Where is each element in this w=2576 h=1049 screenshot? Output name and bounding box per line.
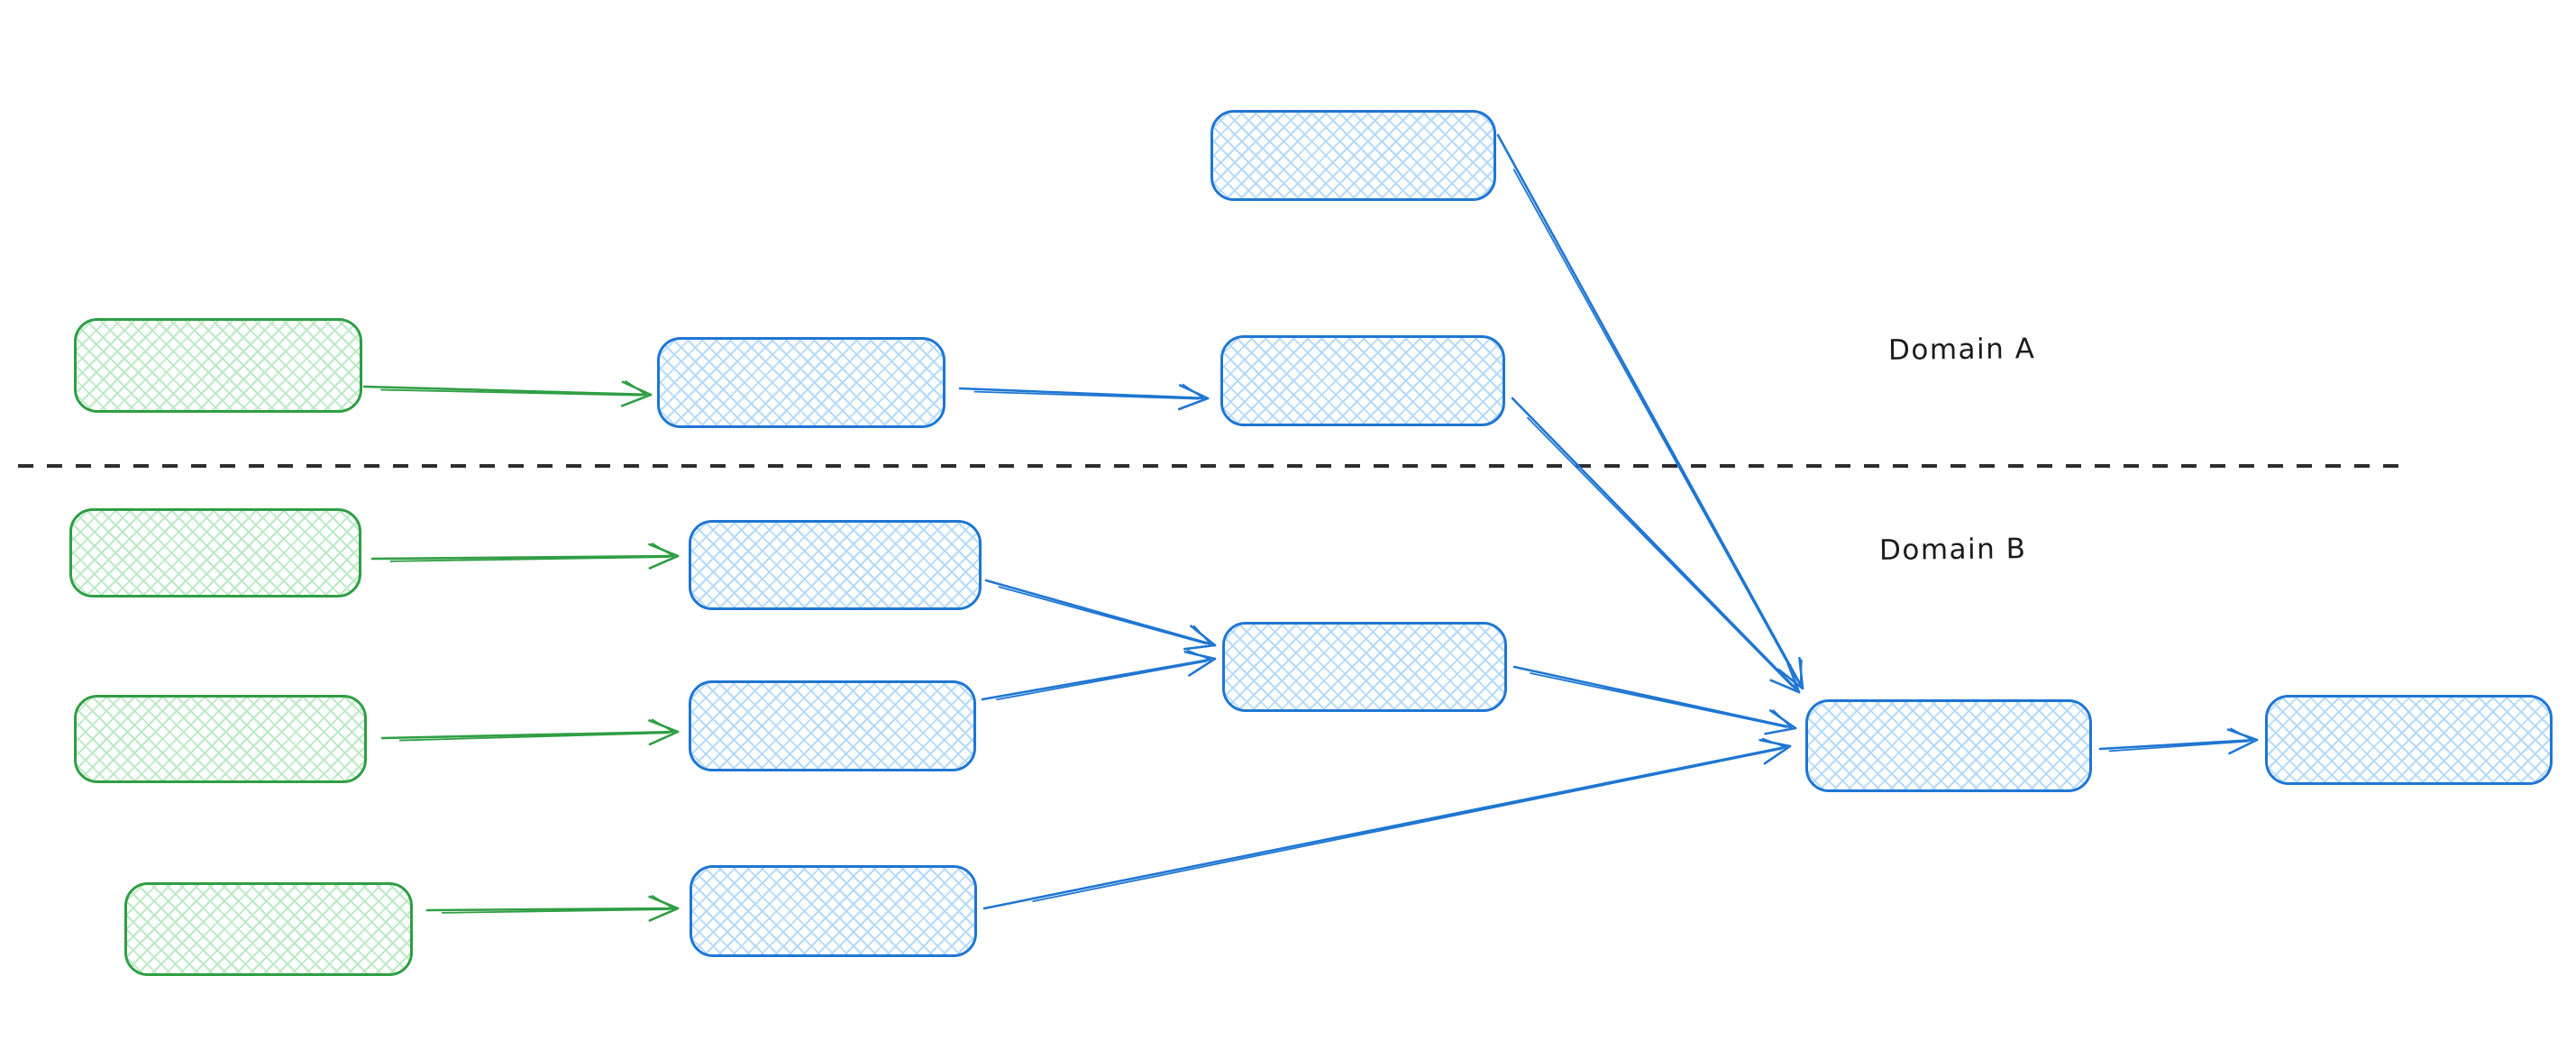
domain-a-label[interactable]: Domain A <box>1887 333 2036 367</box>
edge-b-source2-to-step2[interactable] <box>380 718 680 746</box>
domain-a-source-node[interactable] <box>74 318 362 413</box>
domain-b-source1-node[interactable] <box>69 508 361 597</box>
edge-merge-to-confluence[interactable] <box>1512 665 1797 735</box>
edge-b-step3-to-confluence[interactable] <box>982 737 1792 910</box>
domain-b-step3-node[interactable] <box>690 865 977 957</box>
edge-a-source-to-step1[interactable] <box>362 380 653 407</box>
edge-b-step1-to-merge[interactable] <box>984 579 1217 651</box>
domain-b-merge-node[interactable] <box>1222 622 1507 712</box>
domain-b-source2-node[interactable] <box>74 695 367 783</box>
edge-a-step1-to-step2[interactable] <box>958 383 1210 411</box>
domain-a-step1-node[interactable] <box>657 337 945 428</box>
edge-a-step2-to-confluence[interactable] <box>1511 397 1801 694</box>
domain-a-step2-node[interactable] <box>1220 335 1505 426</box>
edge-b-source1-to-step1[interactable] <box>370 543 680 570</box>
domain-b-step2-node[interactable] <box>689 680 976 771</box>
domain-b-source3-node[interactable] <box>124 882 413 976</box>
output-node[interactable] <box>2265 695 2553 785</box>
domain-a-orphan-node[interactable] <box>1210 110 1496 201</box>
domain-b-label[interactable]: Domain B <box>1878 533 2027 567</box>
confluence-node[interactable] <box>1805 699 2092 792</box>
edge-b-step2-to-merge[interactable] <box>981 649 1217 701</box>
domain-b-step1-node[interactable] <box>689 520 982 610</box>
edge-a-orphan-to-confluence[interactable] <box>1496 133 1804 690</box>
edge-confluence-to-output[interactable] <box>2098 727 2259 755</box>
edge-b-source3-to-step3[interactable] <box>425 895 680 922</box>
